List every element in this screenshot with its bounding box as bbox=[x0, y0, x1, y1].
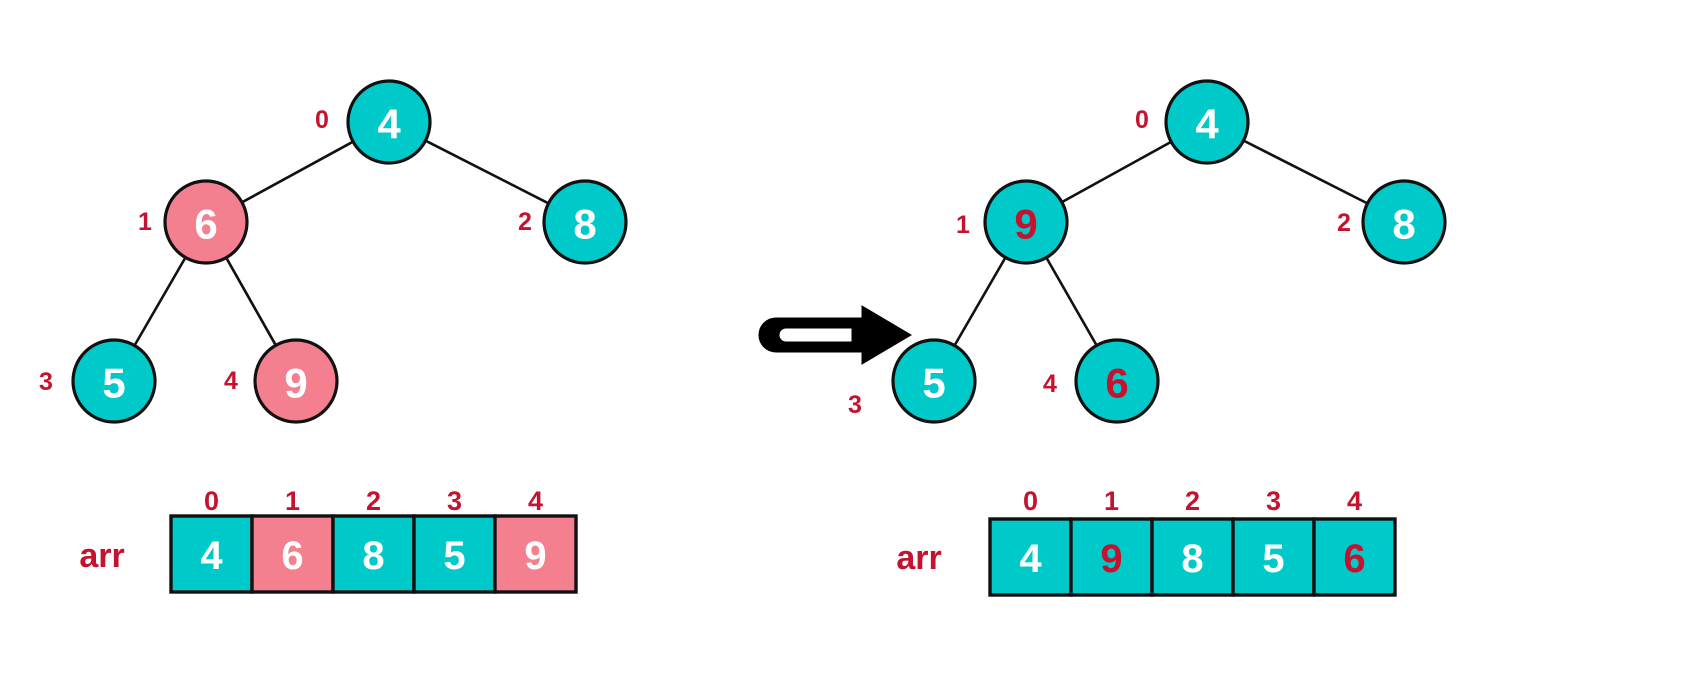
node-value-1: 9 bbox=[1014, 201, 1037, 248]
node-circle-0[interactable] bbox=[1164, 79, 1250, 165]
array-index-label-3: 3 bbox=[1266, 486, 1281, 516]
array-cell-value-4: 9 bbox=[524, 534, 546, 578]
array-index-label-4: 4 bbox=[1347, 486, 1362, 516]
array-index-label-1: 1 bbox=[1104, 486, 1119, 516]
node-circle-4[interactable] bbox=[1074, 338, 1160, 424]
tree-edge-1-4 bbox=[224, 256, 278, 347]
array-index-label-1: 1 bbox=[285, 486, 300, 516]
node-circle-2[interactable] bbox=[1361, 179, 1447, 265]
tree-node-3[interactable]: 53 bbox=[848, 338, 977, 424]
node-value-3: 5 bbox=[922, 360, 945, 407]
tree-edge-0-1 bbox=[1060, 140, 1173, 204]
tree-node-3[interactable]: 53 bbox=[39, 338, 157, 424]
array-cell-value-3: 5 bbox=[443, 534, 465, 578]
node-index-label-4: 4 bbox=[224, 367, 238, 395]
node-index-label-3: 3 bbox=[39, 368, 53, 396]
array-cell-value-0: 4 bbox=[1019, 537, 1042, 581]
node-index-label-1: 1 bbox=[138, 208, 152, 236]
array-cell-0[interactable]: 40 bbox=[988, 486, 1073, 597]
array-index-label-4: 4 bbox=[528, 486, 543, 516]
tree-node-2[interactable]: 82 bbox=[518, 179, 628, 265]
array-name-label: arr bbox=[896, 539, 941, 577]
tree-edges bbox=[132, 139, 550, 348]
tree-edge-1-3 bbox=[132, 255, 188, 348]
tree-edges bbox=[952, 138, 1369, 348]
double-line-right-arrow-icon bbox=[758, 305, 912, 365]
array-cell-2[interactable]: 82 bbox=[331, 486, 416, 594]
node-value-2: 8 bbox=[573, 201, 596, 248]
array-cell-rect-0[interactable] bbox=[988, 517, 1073, 597]
node-value-2: 8 bbox=[1392, 201, 1415, 248]
array-cell-1[interactable]: 61 bbox=[250, 486, 335, 594]
array-cell-rect-4[interactable] bbox=[1312, 517, 1397, 597]
tree-edge-1-3 bbox=[952, 255, 1008, 348]
node-circle-0[interactable] bbox=[346, 79, 432, 165]
array-cell-0[interactable]: 40 bbox=[169, 486, 254, 594]
node-index-label-2: 2 bbox=[518, 208, 532, 236]
array-cell-value-3: 5 bbox=[1262, 537, 1284, 581]
node-index-label-3: 3 bbox=[848, 391, 862, 419]
array-cell-rect-2[interactable] bbox=[331, 514, 416, 594]
array-cell-value-0: 4 bbox=[200, 534, 223, 578]
node-value-0: 4 bbox=[1195, 101, 1219, 148]
node-circle-4[interactable] bbox=[253, 338, 339, 424]
node-value-0: 4 bbox=[377, 101, 401, 148]
node-index-label-4: 4 bbox=[1043, 370, 1057, 398]
tree-edge-0-2 bbox=[424, 139, 550, 205]
node-value-4: 6 bbox=[1105, 360, 1128, 407]
tree-edge-0-1 bbox=[240, 140, 355, 204]
tree-node-1[interactable]: 61 bbox=[138, 179, 249, 265]
node-circle-3[interactable] bbox=[891, 338, 977, 424]
array-cell-rect-4[interactable] bbox=[493, 514, 578, 594]
array-cell-value-2: 8 bbox=[362, 534, 384, 578]
array-index-label-0: 0 bbox=[1023, 486, 1038, 516]
node-value-1: 6 bbox=[194, 201, 217, 248]
tree-node-2[interactable]: 82 bbox=[1337, 179, 1447, 265]
node-circle-1[interactable] bbox=[163, 179, 249, 265]
array-cell-3[interactable]: 53 bbox=[1231, 486, 1316, 597]
array-index-label-2: 2 bbox=[1185, 486, 1200, 516]
tree-edge-1-4 bbox=[1044, 256, 1099, 347]
tree-edge-0-2 bbox=[1242, 138, 1369, 206]
array-cell-rect-3[interactable] bbox=[1231, 517, 1316, 597]
array-cell-rect-1[interactable] bbox=[250, 514, 335, 594]
array-cell-rect-1[interactable] bbox=[1069, 517, 1154, 597]
array-index-label-3: 3 bbox=[447, 486, 462, 516]
array-index-label-2: 2 bbox=[366, 486, 381, 516]
node-circle-3[interactable] bbox=[71, 338, 157, 424]
node-circle-1[interactable] bbox=[983, 179, 1069, 265]
array-name-label: arr bbox=[79, 537, 124, 575]
tree-node-0[interactable]: 40 bbox=[1135, 79, 1250, 165]
node-index-label-0: 0 bbox=[315, 106, 329, 134]
node-index-label-1: 1 bbox=[956, 211, 970, 239]
transition-arrow bbox=[758, 305, 912, 365]
array-cell-4[interactable]: 94 bbox=[493, 486, 578, 594]
tree-node-4[interactable]: 64 bbox=[1043, 338, 1160, 424]
array-index-label-0: 0 bbox=[204, 486, 219, 516]
tree-node-1[interactable]: 91 bbox=[956, 179, 1069, 265]
tree-node-4[interactable]: 94 bbox=[224, 338, 339, 424]
array-cell-value-2: 8 bbox=[1181, 537, 1203, 581]
array-cell-value-1: 6 bbox=[281, 534, 303, 578]
array-cell-value-1: 9 bbox=[1100, 537, 1122, 581]
array-cell-3[interactable]: 53 bbox=[412, 486, 497, 594]
node-index-label-2: 2 bbox=[1337, 209, 1351, 237]
array-cell-value-4: 6 bbox=[1343, 537, 1365, 581]
array-cell-rect-0[interactable] bbox=[169, 514, 254, 594]
node-circle-2[interactable] bbox=[542, 179, 628, 265]
tree-node-0[interactable]: 40 bbox=[315, 79, 432, 165]
node-value-3: 5 bbox=[102, 360, 125, 407]
array-cell-2[interactable]: 82 bbox=[1150, 486, 1235, 597]
array-cell-4[interactable]: 64 bbox=[1312, 486, 1397, 597]
array-cell-rect-2[interactable] bbox=[1150, 517, 1235, 597]
array-cell-1[interactable]: 91 bbox=[1069, 486, 1154, 597]
node-index-label-0: 0 bbox=[1135, 106, 1149, 134]
node-value-4: 9 bbox=[284, 360, 307, 407]
